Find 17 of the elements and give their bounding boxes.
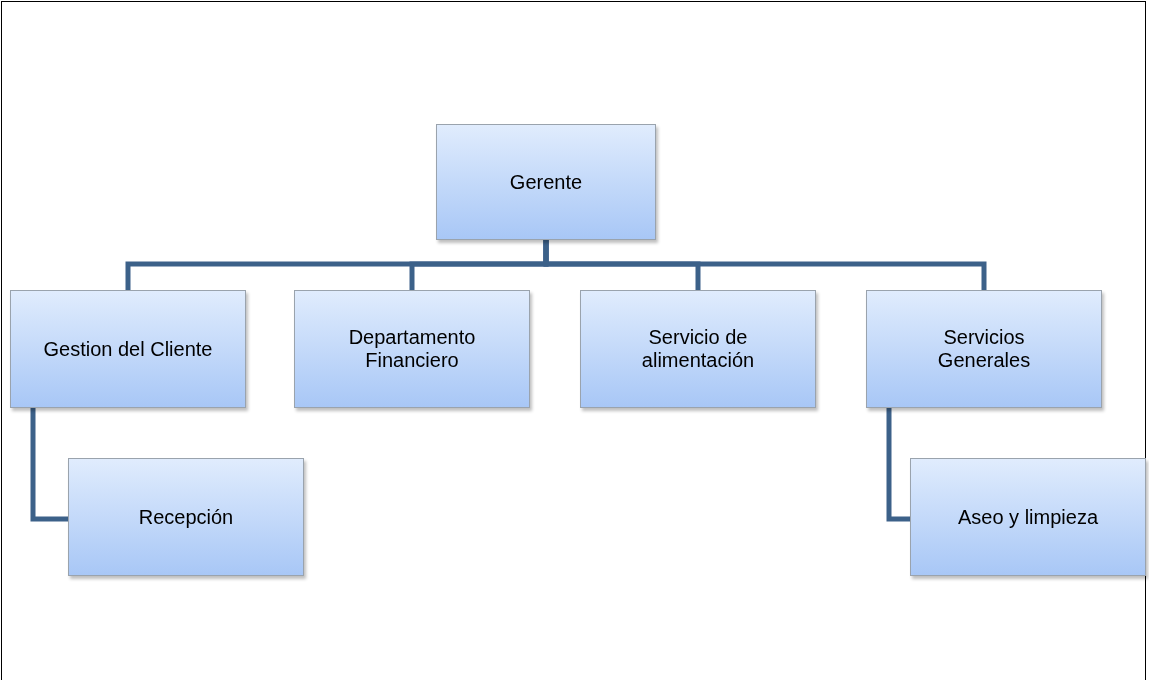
org-box: [866, 290, 1102, 408]
box-label: Departamento Financiero: [347, 326, 477, 372]
connector-line: [886, 408, 910, 522]
org-box: [580, 290, 816, 408]
connector-line: [30, 408, 68, 522]
box-label: Gestion del Cliente: [42, 337, 214, 361]
box-label: Gerente: [508, 170, 584, 194]
connector-line: [543, 240, 987, 290]
org-box: [910, 458, 1146, 576]
org-box: [68, 458, 304, 576]
org-box: [294, 290, 530, 408]
box-label: Servicio de alimentación: [640, 326, 756, 372]
org-box: [436, 124, 656, 240]
box-label: Aseo y limpieza: [956, 505, 1100, 529]
org-box: [10, 290, 246, 408]
box-label: Servicios Generales: [936, 326, 1032, 372]
box-label: Recepción: [137, 505, 235, 529]
